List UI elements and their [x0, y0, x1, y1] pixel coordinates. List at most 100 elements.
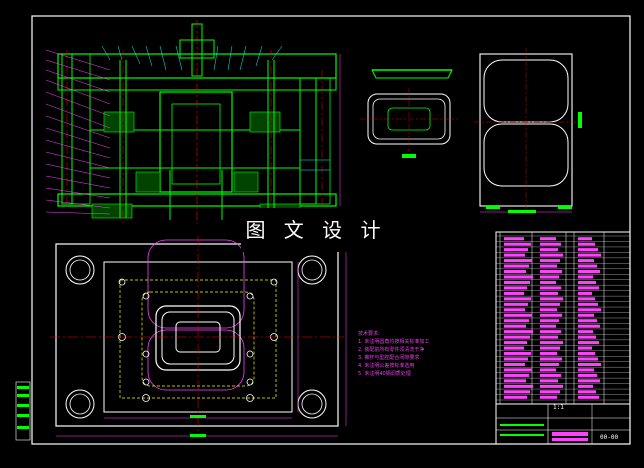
- bom-cell-name: [504, 248, 528, 252]
- bom-cell-qty: [540, 275, 559, 279]
- bom-cell-name: [504, 259, 532, 263]
- bom-cell-qty: [540, 341, 563, 345]
- bom-cell-name: [504, 319, 529, 323]
- bom-cell-material: [578, 390, 596, 394]
- bom-cell-name: [504, 264, 529, 268]
- bom-cell-qty: [540, 308, 557, 312]
- bom-cell-name: [504, 395, 527, 399]
- bom-cell-material: [578, 297, 595, 301]
- bom-cell-name: [504, 270, 526, 274]
- bom-cell-material: [578, 330, 593, 334]
- bom-cell-name: [504, 384, 533, 388]
- plan-view: [50, 236, 347, 437]
- bom-cell-qty: [540, 362, 559, 366]
- bom-cell-qty: [540, 390, 560, 394]
- title-block: [495, 403, 631, 445]
- bom-cell-material: [578, 248, 598, 252]
- bom-cell-qty: [540, 357, 562, 361]
- bom-cell-name: [504, 357, 528, 361]
- bom-cell-qty: [540, 346, 560, 350]
- bom-cell-name: [504, 379, 526, 383]
- bom-cell-name: [504, 302, 528, 306]
- bom-cell-material: [578, 286, 599, 290]
- bom-cell-name: [504, 362, 525, 366]
- bom-cell-material: [578, 302, 598, 306]
- bom-cell-material: [578, 384, 593, 388]
- bom-cell-name: [504, 346, 524, 350]
- bom-cell-material: [578, 280, 596, 284]
- note-line: 2. 装配前所有零件须清洗干净: [358, 347, 425, 353]
- bom-cell-material: [578, 346, 592, 350]
- drawing-border: [31, 15, 631, 445]
- part-top-view: [360, 88, 458, 158]
- bom-cell-name: [504, 324, 526, 328]
- bom-cell-qty: [540, 379, 558, 383]
- notes-heading: 技术要求:: [358, 331, 380, 337]
- bom-cell-qty: [540, 259, 560, 263]
- bom-cell-material: [578, 357, 598, 361]
- bom-cell-name: [504, 297, 531, 301]
- bom-cell-name: [504, 313, 532, 317]
- technical-requirements: 技术要求: 1. 未注明圆角均按相关标准加工 2. 装配前所有零件须清洗干净 3…: [358, 330, 498, 378]
- bom-cell-name: [504, 373, 529, 377]
- bom-cell-material: [578, 291, 592, 295]
- title-block-code: 00-00: [600, 434, 619, 441]
- bom-cell-qty: [540, 237, 556, 241]
- bom-cell-qty: [540, 242, 561, 246]
- title-block-scale: 1:1: [553, 404, 564, 411]
- note-line: 5. 未注明40钢调质处理: [358, 371, 411, 377]
- bom-cell-material: [578, 253, 601, 257]
- bom-cell-qty: [540, 248, 558, 252]
- watermark: 图 文 设 计: [241, 208, 391, 252]
- bom-cell-material: [578, 368, 594, 372]
- bom-cell-name: [504, 242, 531, 246]
- bom-cell-qty: [540, 264, 557, 268]
- bom-cell-name: [504, 253, 525, 257]
- bom-cell-qty: [540, 324, 556, 328]
- bom-cell-material: [578, 275, 593, 279]
- bom-cell-material: [578, 264, 597, 268]
- bom-cell-qty: [540, 270, 562, 274]
- bom-cell-material: [578, 237, 592, 241]
- note-line: 4. 未注明公差按标准选用: [358, 363, 415, 369]
- bom-cell-qty: [540, 352, 557, 356]
- bom-rows: [496, 235, 630, 401]
- bom-cell-material: [578, 362, 601, 366]
- bom-cell-material: [578, 308, 601, 312]
- bom-cell-name: [504, 286, 527, 290]
- bom-cell-name: [504, 275, 533, 279]
- cavity-layout-view: [474, 48, 582, 213]
- bom-cell-name: [504, 291, 524, 295]
- bom-cell-material: [578, 379, 600, 383]
- bom-cell-name: [504, 237, 524, 241]
- bom-cell-qty: [540, 319, 559, 323]
- bom-cell-qty: [540, 280, 556, 284]
- bom-cell-material: [578, 335, 596, 339]
- bom-cell-name: [504, 341, 527, 345]
- bom-cell-material: [578, 341, 599, 345]
- bom-cell-material: [578, 270, 600, 274]
- bom-cell-name: [504, 308, 525, 312]
- bom-cell-qty: [540, 368, 556, 372]
- bom-cell-material: [578, 259, 594, 263]
- bom-cell-material: [578, 313, 594, 317]
- bom-cell-material: [578, 395, 599, 399]
- bom-cell-qty: [540, 395, 557, 399]
- bill-of-materials-table: [495, 231, 631, 405]
- bom-cell-material: [578, 373, 597, 377]
- left-margin-strip: [15, 381, 31, 441]
- note-line: 1. 未注明圆角均按相关标准加工: [358, 339, 430, 345]
- part-side-view: [371, 69, 453, 79]
- bom-cell-qty: [540, 297, 563, 301]
- bom-cell-name: [504, 330, 533, 334]
- bom-cell-qty: [540, 335, 558, 339]
- bom-cell-material: [578, 319, 597, 323]
- note-line: 3. 推杆与型腔配合间隙要求: [358, 355, 420, 361]
- bom-cell-name: [504, 335, 530, 339]
- section-view: [45, 20, 341, 224]
- bom-cell-name: [504, 280, 530, 284]
- bom-cell-material: [578, 352, 595, 356]
- bom-cell-qty: [540, 373, 561, 377]
- bom-cell-qty: [540, 286, 561, 290]
